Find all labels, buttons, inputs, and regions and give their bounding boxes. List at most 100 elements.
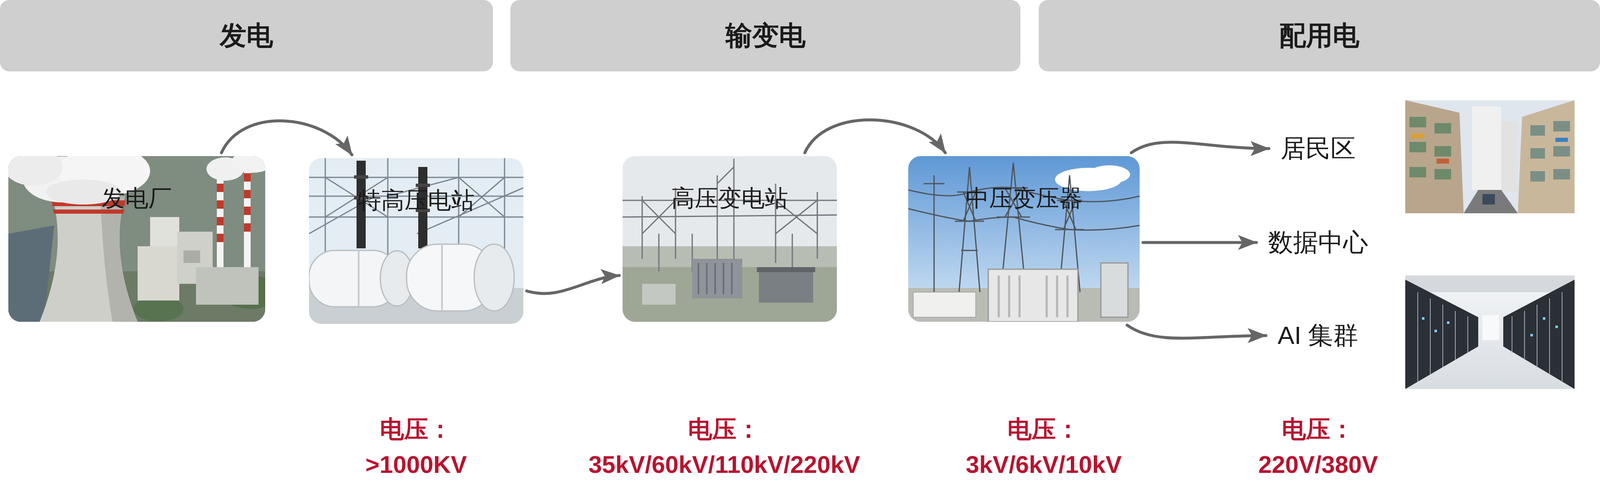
section-band: 发电 [0,0,493,72]
station-caption: 高压变电站 [671,185,789,211]
uhv-station-photo [308,158,524,324]
station-caption: 发电厂 [101,185,172,211]
hv-substation-photo-part [698,262,732,294]
mv-transformer-photo-part [988,268,1078,322]
flow-arrow [1127,324,1266,338]
data-center-photo-part-part [1429,298,1431,375]
residential-photo-part [1463,189,1518,214]
data-center-photo-part-part [1530,333,1533,337]
destination-label: 居民区 [1273,130,1364,166]
mv-transformer-photo-part-part [923,183,945,185]
power-plant-photo-part [216,200,224,209]
hv-substation-photo-part-part [642,200,676,234]
hv-substation-photo-part-part [697,262,700,294]
mv-transformer-photo-part-part [997,275,1000,317]
photo-box: 发电厂 [8,155,266,322]
destination-text: AI 集群 [1277,321,1359,350]
section-title: 输变电 [725,17,806,54]
mv-transformer-photo-part [913,291,976,317]
hv-substation-photo-part [758,271,814,303]
mv-transformer-photo [908,155,1140,322]
flow-arrow [1142,241,1257,244]
power-plant-photo-part [8,155,63,186]
voltage-label: 220V/380V [1258,450,1378,478]
station-caption: 中压变压器 [965,185,1083,211]
station-caption: 特高压电站 [357,187,475,214]
data-center-photo-part-part [1434,329,1437,332]
hv-substation-photo-part-part [816,191,819,259]
residential-photo-part [1405,100,1464,214]
hv-substation-photo-part-part [641,195,644,259]
data-center-photo-part-part [1555,325,1558,328]
data-center-photo-part-part [1421,316,1425,320]
power-plant-photo-part [183,250,201,263]
voltage-label: >1000KV [365,450,467,478]
hv-substation-photo-part [642,283,676,305]
uhv-station-photo-part [441,243,443,311]
hv-substation-photo-part-part [730,262,733,294]
power-plant-photo-part [216,183,224,192]
section-band: 配用电 [1038,0,1600,72]
power-plant-photo-part [216,233,224,242]
residential-photo-part-part [1553,145,1570,157]
power-plant-photo-part [243,173,251,182]
hv-substation-photo-part [756,266,816,272]
section-band: 输变电 [510,0,1021,72]
hv-substation-photo-part-part [722,262,725,294]
residential-photo-part [1482,193,1495,205]
hv-substation-photo-part-part [705,262,708,294]
uhv-station-photo-part-part [308,216,524,218]
data-center-photo-part-part [1561,291,1563,382]
mv-transformer-photo-part-part [1018,275,1021,317]
hv-substation-photo-part-part [658,233,660,272]
voltage-label: 3kV/6kV/10kV [965,450,1122,478]
data-center-photo-part [1405,279,1479,389]
hv-substation-photo [622,155,837,322]
hv-substation-photo-part-part [642,200,676,234]
hv-substation-photo-part [622,155,837,322]
residential-photo [1405,100,1575,214]
data-center-photo [1405,275,1575,389]
power-plant-photo-part [216,179,224,267]
data-center-photo-part [1417,291,1563,382]
data-center-photo-part-part [1417,291,1419,382]
hv-substation-photo-part-part [714,262,716,294]
destination-label: AI 集群 [1270,317,1366,353]
residential-photo-part [1405,100,1575,214]
mv-transformer-photo-part-part [1045,275,1048,317]
uhv-station-photo-part-part [504,158,506,259]
voltage-label: 电压： [379,415,453,443]
residential-photo-part [1517,100,1575,214]
destination-label: 数据中心 [1260,224,1376,260]
residential-photo-part [1471,106,1502,190]
section-title: 发电 [219,17,274,54]
residential-photo-part-part [1409,141,1427,153]
flow-arrow [1131,142,1269,153]
uhv-station-photo-part-part [308,176,524,179]
data-center-photo-part-part [1446,321,1450,324]
data-center-photo-part [1405,275,1575,389]
uhv-station-photo-part [357,250,360,307]
mv-transformer-photo-part-part [1056,275,1059,317]
mv-transformer-photo-part [1088,165,1131,184]
flow-arrow [221,120,352,155]
uhv-station-photo-part [354,175,369,179]
data-center-photo-part-part [1524,310,1525,360]
voltage-label: 电压： [1007,415,1081,443]
mv-transformer-photo-part [1100,262,1128,317]
mv-transformer-photo-part-part [1008,275,1011,317]
residential-photo-part [1436,158,1450,164]
mv-transformer-photo-part-part [933,175,935,301]
hv-substation-photo-part-part [717,166,734,184]
hv-substation-photo-part-part [622,214,837,217]
flow-arrow [804,119,946,153]
power-plant-photo-part [150,216,180,249]
uhv-station-photo-part [308,158,524,259]
uhv-station-photo-part [474,243,515,311]
hv-substation-photo-part [622,158,837,272]
data-center-photo-part [1503,279,1575,389]
residential-photo-part-part [1434,168,1452,180]
mv-transformer-photo-part [908,155,1140,322]
data-center-photo-part-part [1549,298,1550,375]
